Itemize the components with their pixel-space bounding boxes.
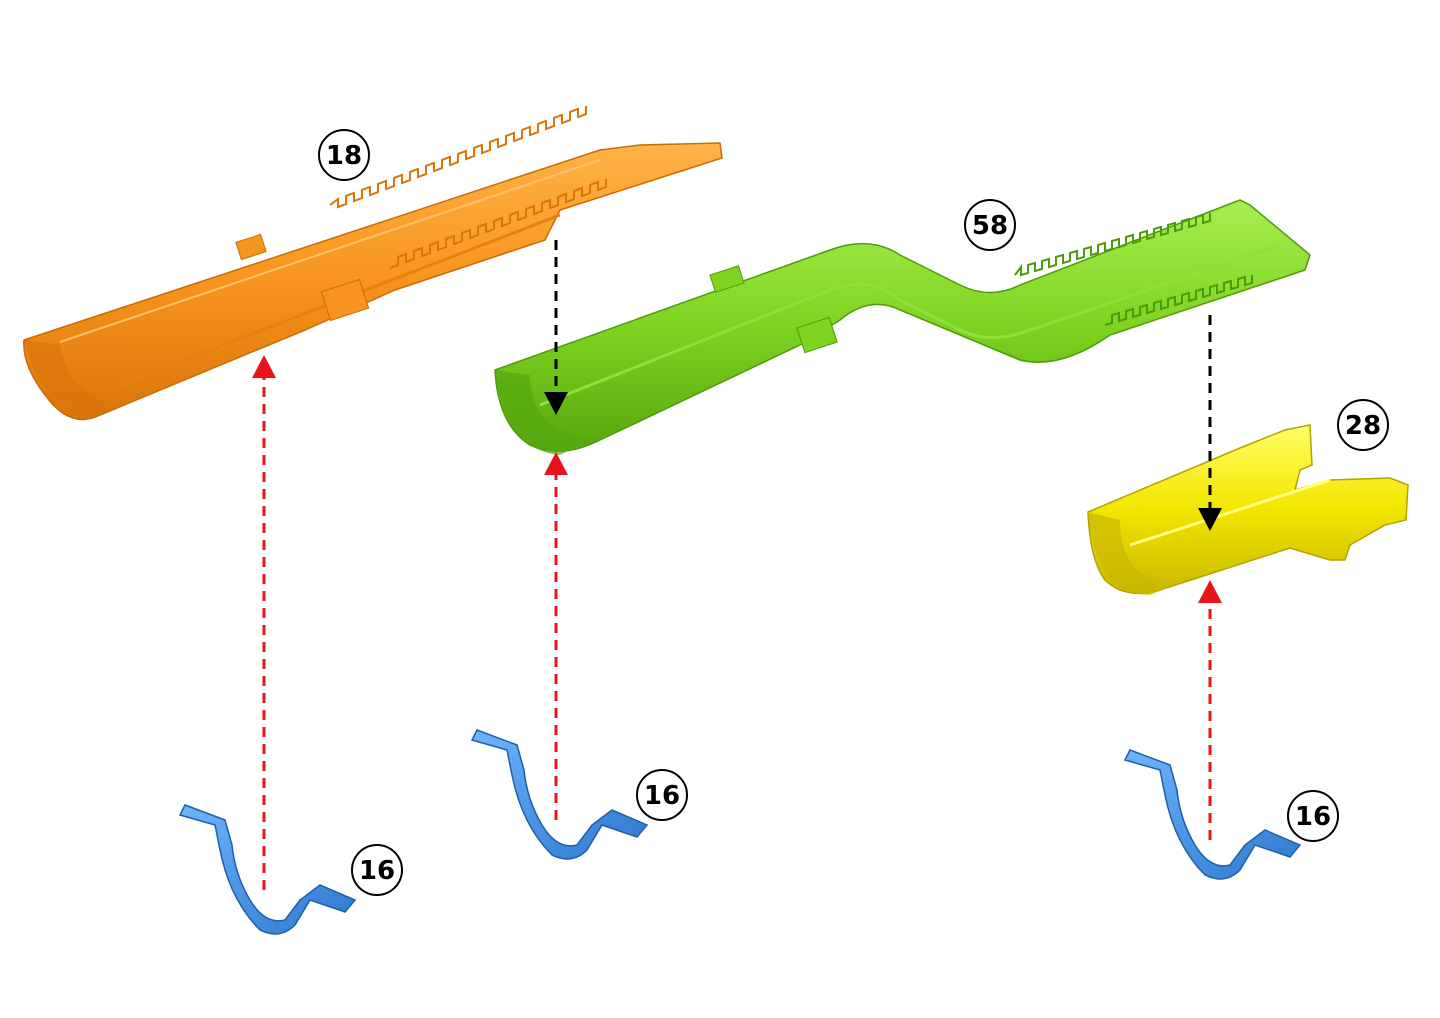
callout-16-c: 16	[1288, 791, 1338, 841]
arrow-up-2	[544, 452, 568, 820]
label-16-c: 16	[1295, 802, 1331, 832]
clip-1	[180, 805, 355, 934]
clip-3	[1125, 750, 1300, 879]
channel-green	[495, 200, 1310, 455]
label-18: 18	[326, 141, 362, 171]
callout-16-b: 16	[637, 770, 687, 820]
label-16-a: 16	[359, 856, 395, 886]
clip-2	[472, 730, 647, 859]
label-16-b: 16	[644, 781, 680, 811]
label-58: 58	[972, 211, 1008, 241]
label-28: 28	[1345, 411, 1381, 441]
callout-16-a: 16	[352, 845, 402, 895]
arrow-up-1	[252, 355, 276, 890]
callout-18: 18	[319, 130, 369, 180]
callout-58: 58	[965, 200, 1015, 250]
callout-28: 28	[1338, 400, 1388, 450]
arrow-up-3	[1198, 580, 1222, 840]
